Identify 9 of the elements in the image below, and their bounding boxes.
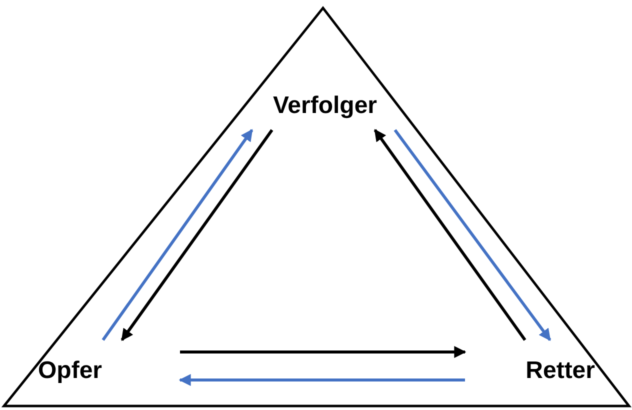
role-label: Verfolger xyxy=(272,92,378,120)
arrow xyxy=(374,129,526,341)
arrow xyxy=(394,129,552,341)
role-label: Opfer xyxy=(38,357,102,385)
arrow xyxy=(180,346,466,358)
arrow xyxy=(178,374,465,386)
arrow xyxy=(120,129,274,341)
role-label: Retter xyxy=(526,357,595,385)
arrow xyxy=(102,129,254,341)
